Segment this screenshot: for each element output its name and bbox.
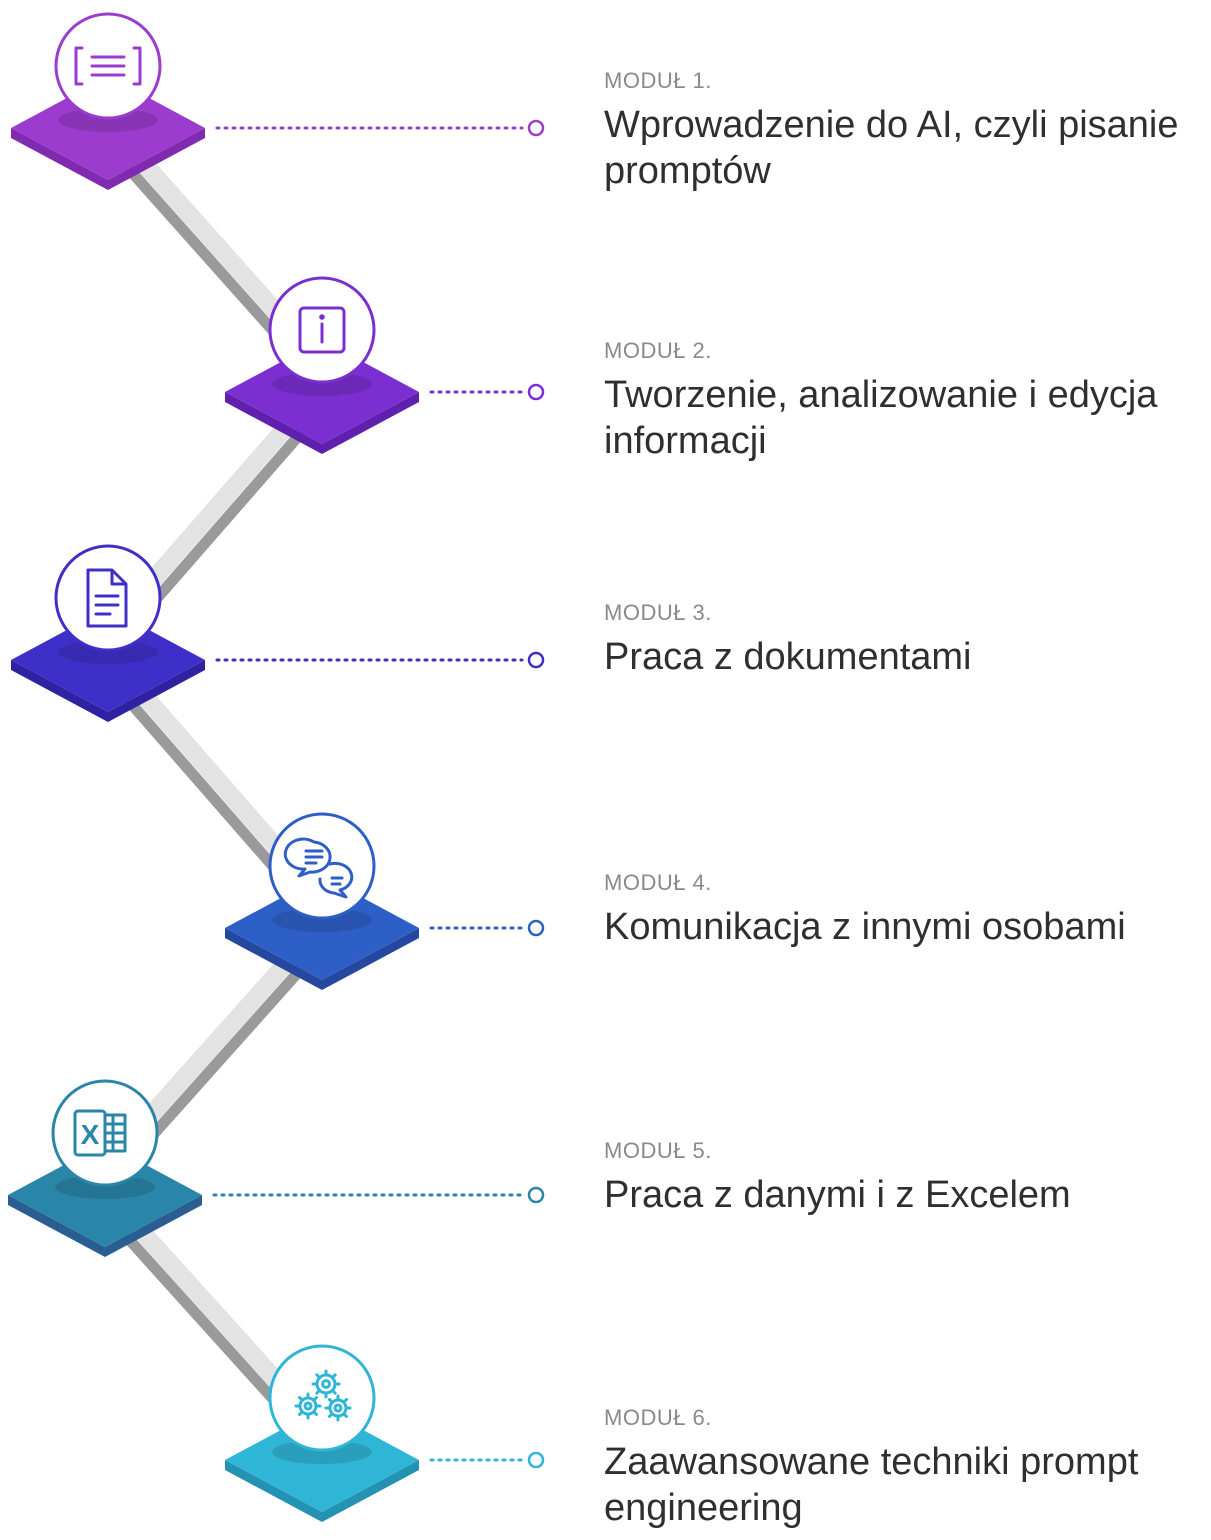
- text-lines-icon: [74, 46, 142, 86]
- module-title: Praca z dokumentami: [604, 636, 972, 678]
- module-label: MODUŁ 3.: [604, 600, 712, 625]
- badge-shadow: [55, 1175, 155, 1199]
- badge-shadow: [58, 108, 158, 132]
- badge-shadow: [58, 640, 158, 664]
- badge-shadow: [272, 1440, 372, 1464]
- module-node-1: [11, 12, 545, 190]
- module-label: MODUŁ 6.: [604, 1405, 712, 1430]
- leader-endpoint: [527, 119, 545, 137]
- module-title: Komunikacja z innymi osobami: [604, 906, 1126, 948]
- badge-shadow: [272, 372, 372, 396]
- module-node-5: X: [8, 1079, 545, 1257]
- module-label: MODUŁ 5.: [604, 1138, 712, 1163]
- module-title: Tworzenie, analizowanie i edycja informa…: [604, 374, 1158, 462]
- module-label: MODUŁ 4.: [604, 870, 712, 895]
- module-node-6: [225, 1344, 545, 1522]
- platform-top: [225, 1408, 419, 1512]
- leader-endpoint: [527, 1186, 545, 1204]
- module-title: Wprowadzenie do AI, czyli pisanie prompt…: [604, 104, 1179, 192]
- icon-badge: [54, 544, 162, 652]
- platform-top: [11, 76, 205, 180]
- leader-endpoint: [527, 1451, 545, 1469]
- module-node-3: [11, 544, 545, 722]
- platform-top: [8, 1143, 202, 1247]
- icon-badge: [268, 1344, 376, 1452]
- leader-endpoint: [527, 651, 545, 669]
- gears-icon: [294, 1369, 352, 1422]
- info-icon: [298, 306, 346, 354]
- excel-icon: X: [73, 1109, 127, 1157]
- module-title: Zaawansowane techniki prompt engineering: [604, 1441, 1139, 1529]
- module-title: Praca z danymi i z Excelem: [604, 1174, 1071, 1216]
- icon-badge: [268, 812, 376, 920]
- module-label: MODUŁ 1.: [604, 68, 712, 93]
- badge-shadow: [272, 908, 372, 932]
- platform-top: [225, 340, 419, 444]
- leader-endpoint: [527, 383, 545, 401]
- platform-top: [225, 876, 419, 980]
- module-node-2: [225, 276, 545, 454]
- module-label: MODUŁ 2.: [604, 338, 712, 363]
- chat-bubbles-icon: [283, 837, 354, 899]
- platform-top: [11, 608, 205, 712]
- document-icon: [86, 568, 128, 628]
- leader-endpoint: [527, 919, 545, 937]
- svg-text:X: X: [81, 1119, 100, 1150]
- module-node-4: [225, 812, 545, 990]
